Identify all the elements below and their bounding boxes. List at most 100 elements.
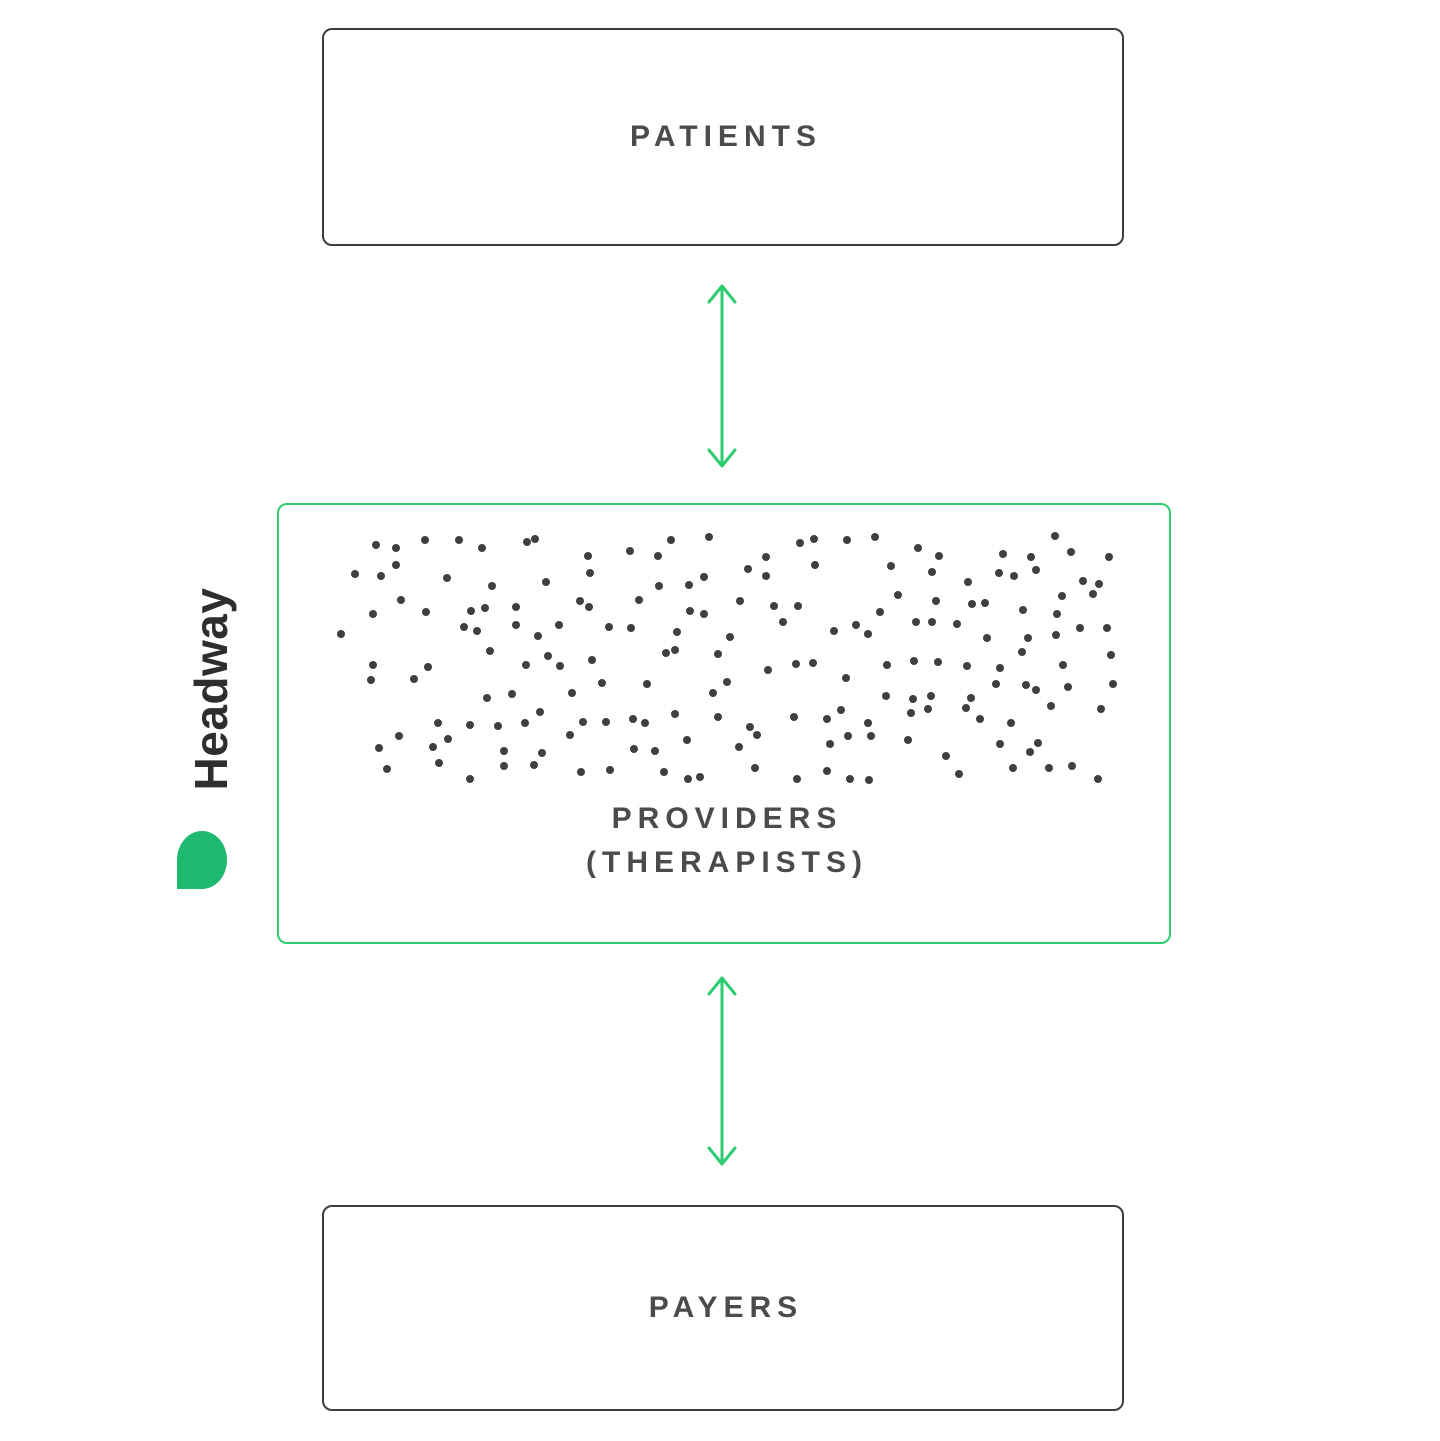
provider-dot <box>1019 605 1028 614</box>
headway-wordmark: Headway <box>185 587 237 791</box>
provider-dot <box>762 571 771 580</box>
payers-label: PAYERS <box>648 1291 804 1325</box>
provider-dot <box>654 552 663 561</box>
provider-dot <box>1024 633 1033 642</box>
provider-dot <box>626 623 635 632</box>
provider-dot <box>521 718 530 727</box>
providers-label-line2: (THERAPISTS) <box>586 845 868 879</box>
provider-dot <box>1097 705 1106 714</box>
provider-dot <box>575 596 584 605</box>
provider-dot <box>499 761 508 770</box>
provider-dot <box>894 590 903 599</box>
provider-dot <box>709 689 718 698</box>
provider-dot <box>843 731 852 740</box>
provider-dot <box>913 544 922 553</box>
provider-dot <box>836 705 845 714</box>
provider-dot <box>867 732 876 741</box>
providers-label: PROVIDERS (THERAPISTS) <box>279 797 1169 884</box>
provider-dot <box>420 535 429 544</box>
provider-dot <box>966 693 975 702</box>
provider-dot <box>584 551 593 560</box>
provider-dot <box>998 550 1007 559</box>
provider-dot <box>927 618 936 627</box>
provider-dot <box>366 675 375 684</box>
provider-dot <box>421 607 430 616</box>
provider-dot <box>667 535 676 544</box>
provider-dot <box>630 744 639 753</box>
provider-dot <box>1064 683 1073 692</box>
provider-dot <box>640 718 649 727</box>
payers-box: PAYERS <box>322 1205 1124 1411</box>
provider-dot <box>1079 577 1088 586</box>
provider-dot <box>794 601 803 610</box>
provider-dot <box>942 751 951 760</box>
provider-dot <box>763 665 772 674</box>
provider-dot <box>795 539 804 548</box>
provider-dot <box>1009 764 1018 773</box>
provider-dot <box>792 775 801 784</box>
provider-dot <box>864 776 873 785</box>
provider-dot <box>1044 764 1053 773</box>
provider-dot <box>467 606 476 615</box>
provider-dot <box>1052 630 1061 639</box>
provider-dot <box>670 710 679 719</box>
provider-dot <box>500 746 509 755</box>
provider-dot <box>651 746 660 755</box>
provider-dot <box>934 552 943 561</box>
provider-dot <box>964 577 973 586</box>
provider-dot <box>976 715 984 724</box>
provider-dot <box>459 622 468 631</box>
provider-dot <box>512 620 521 629</box>
provider-dot <box>508 690 517 699</box>
provider-dot <box>981 599 990 608</box>
provider-dot <box>542 578 551 587</box>
provider-dot <box>911 618 920 627</box>
provider-dot <box>536 707 545 716</box>
provider-dot <box>662 648 671 657</box>
provider-dot <box>628 715 637 724</box>
provider-dot <box>852 620 861 629</box>
provider-dot <box>864 629 873 638</box>
provider-dot <box>906 709 915 718</box>
provider-dot <box>683 736 692 745</box>
provider-dot <box>337 629 346 638</box>
provider-dot <box>481 603 490 612</box>
provider-dot <box>933 658 942 667</box>
provider-dot <box>586 569 595 577</box>
provider-dot <box>1032 565 1041 574</box>
provider-dot <box>494 721 503 730</box>
provider-dot <box>670 646 679 655</box>
provider-dot <box>790 713 799 722</box>
provider-dot <box>634 595 643 604</box>
provider-dot <box>876 607 885 616</box>
provider-dot <box>735 597 744 606</box>
provider-dot <box>684 774 693 783</box>
provider-dot <box>531 535 540 544</box>
provider-dot <box>1025 747 1034 756</box>
provider-dot <box>604 623 613 632</box>
provider-dot <box>809 535 818 544</box>
provider-dot <box>923 704 932 713</box>
provider-dot <box>597 678 606 687</box>
provider-dot <box>931 597 940 606</box>
provider-dot <box>444 735 453 744</box>
provider-dot <box>992 680 1001 689</box>
provider-dot <box>713 649 722 658</box>
provider-dot <box>1009 571 1018 580</box>
provider-dot <box>684 581 693 590</box>
provider-dot <box>392 560 401 569</box>
arrow-patients-providers <box>704 281 740 471</box>
provider-dot <box>512 602 521 611</box>
provider-dot <box>1018 648 1027 657</box>
provider-dot <box>829 627 838 636</box>
provider-dot <box>369 660 378 669</box>
provider-dot <box>746 723 755 732</box>
provider-dot <box>752 731 761 740</box>
provider-dot <box>769 602 778 611</box>
provider-dot <box>578 717 587 726</box>
provider-dot <box>442 573 451 582</box>
provider-dot <box>371 540 380 549</box>
provider-dot <box>626 546 635 555</box>
provider-dot <box>523 537 532 546</box>
provider-dot <box>726 632 735 641</box>
